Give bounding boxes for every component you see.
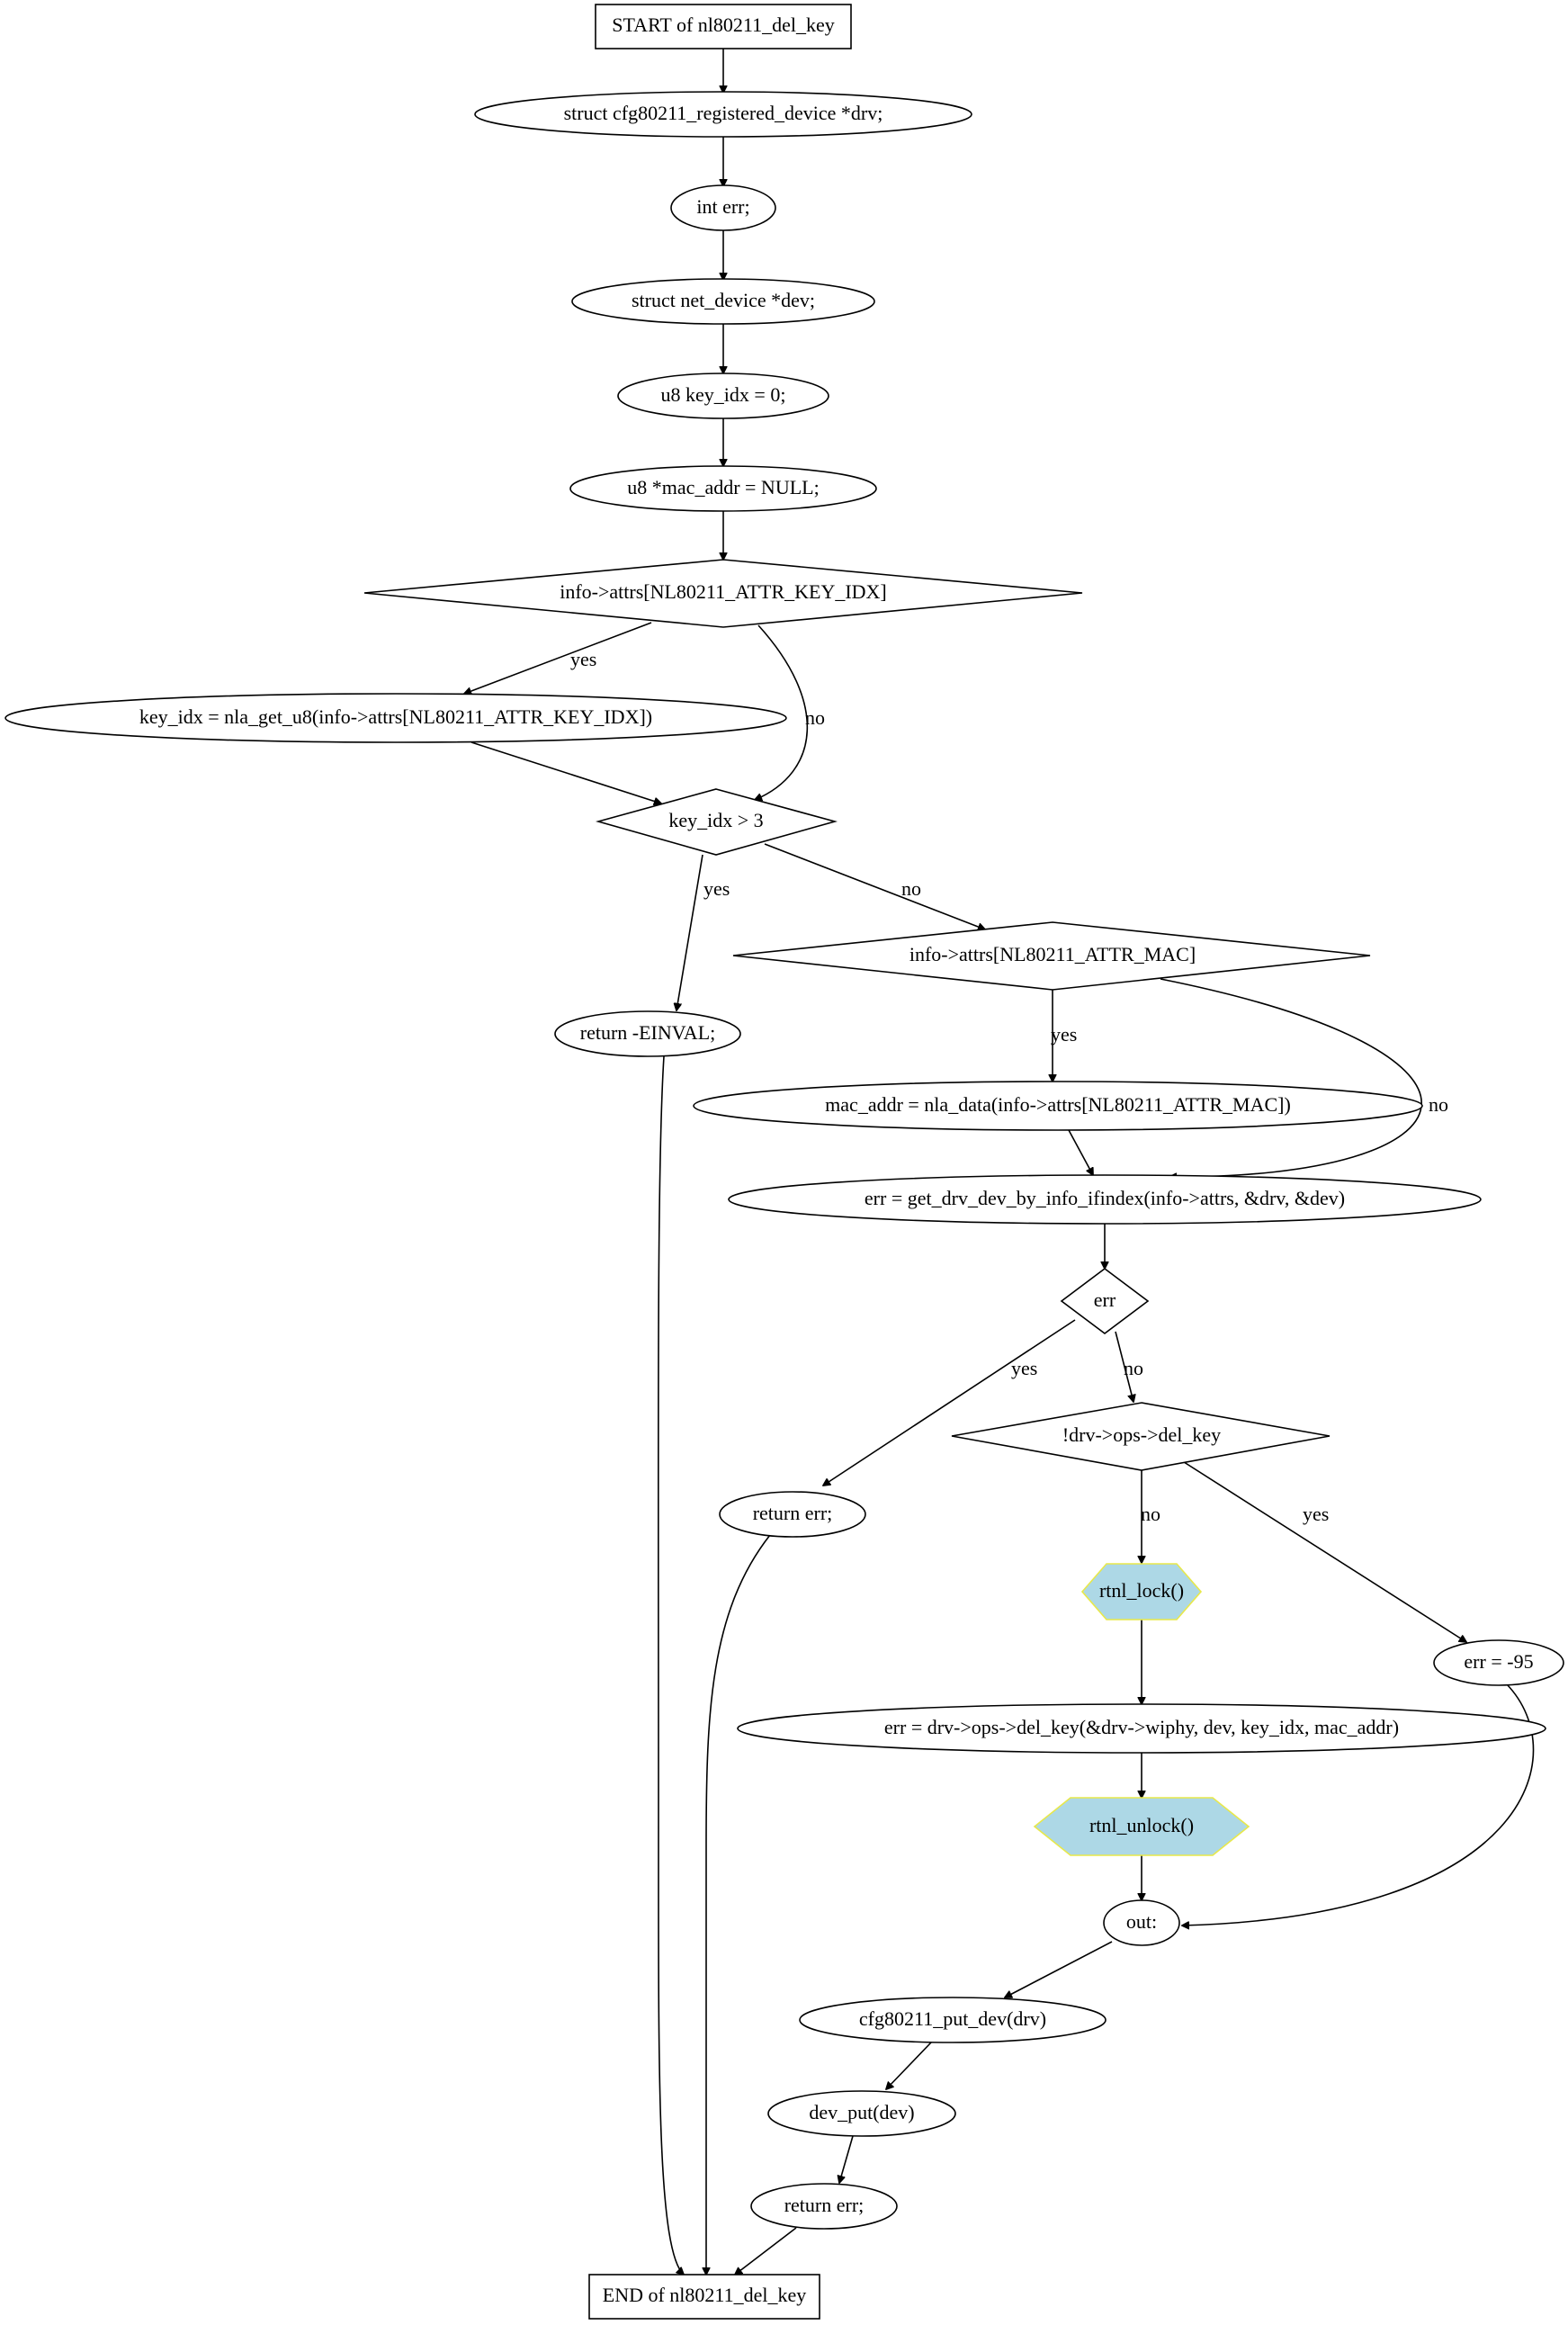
node-decl-drv: struct cfg80211_registered_device *drv; [474,91,972,138]
node-end-label: END of nl80211_del_key [603,2284,806,2306]
edge-cond-mac-no [1160,978,1422,1177]
node-cond-del-key-label: !drv->ops->del_key [1062,1423,1221,1446]
node-rtnl-unlock-label: rtnl_unlock() [1089,1814,1194,1836]
node-decl-drv-label: struct cfg80211_registered_device *drv; [564,102,883,124]
node-rtnl-lock-label: rtnl_lock() [1099,1579,1184,1602]
edge-cond-gt3-yes [676,854,703,1010]
edge-assign-mac-to-get-drv-dev [1068,1129,1093,1175]
edge-labels: yes no yes no yes no yes no no yes [570,648,1448,1525]
edge-cond-key-idx-attr-yes [464,622,652,694]
edge-label-mac-no: no [1429,1093,1448,1116]
node-cond-key-idx-attr: info->attrs[NL80211_ATTR_KEY_IDX] [363,559,1083,628]
node-decl-err-label: int err; [696,195,749,218]
node-cond-err: err [1060,1268,1150,1334]
node-put-dev-drv: cfg80211_put_dev(drv) [799,1997,1107,2043]
edge-label-gt3-yes: yes [703,877,730,900]
node-dev-put: dev_put(dev) [767,2090,956,2137]
node-return-err-1: return err; [719,1491,866,1538]
edge-cond-err-no [1115,1331,1133,1402]
edge-cond-err-yes [823,1319,1076,1486]
edge-label-err-yes: yes [1011,1357,1037,1379]
node-label-out-label: out: [1126,1910,1157,1933]
node-return-err-2-label: return err; [784,2194,865,2216]
node-decl-err: int err; [670,184,776,231]
edge-dev-put-to-return-err-2 [839,2135,854,2183]
node-cond-mac-attr-label: info->attrs[NL80211_ATTR_MAC] [909,943,1196,965]
node-return-einval: return -EINVAL; [554,1010,741,1057]
edge-label-key-idx-attr-no: no [805,706,825,729]
edge-assign-key-idx-to-cond-gt3 [470,741,661,803]
node-assign-mac-addr: mac_addr = nla_data(info->attrs[NL80211_… [693,1081,1423,1131]
node-cond-err-label: err [1094,1288,1116,1311]
edge-label-mac-yes: yes [1051,1023,1077,1046]
node-return-einval-label: return -EINVAL; [580,1021,716,1044]
edge-label-err-no: no [1124,1357,1143,1379]
node-decl-mac-addr-label: u8 *mac_addr = NULL; [627,476,819,498]
node-cond-mac-attr: info->attrs[NL80211_ATTR_MAC] [732,921,1371,991]
node-err-95-label: err = -95 [1464,1650,1533,1673]
edge-label-del-key-yes: yes [1303,1503,1329,1525]
edge-put-dev-to-dev-put [886,2042,932,2089]
node-return-err-2: return err; [750,2183,898,2230]
node-get-drv-dev-label: err = get_drv_dev_by_info_ifindex(info->… [865,1187,1345,1209]
edge-cond-del-key-yes [1180,1459,1466,1642]
edge-cond-key-idx-attr-no [755,624,809,800]
edge-return-err-1-to-end [706,1534,771,2275]
node-call-del-key-label: err = drv->ops->del_key(&drv->wiphy, dev… [884,1716,1399,1738]
node-rtnl-unlock: rtnl_unlock() [1033,1797,1250,1856]
node-get-drv-dev: err = get_drv_dev_by_info_ifindex(info->… [728,1174,1482,1225]
node-start: START of nl80211_del_key [595,4,852,49]
edge-label-key-idx-attr-yes: yes [570,648,596,670]
node-cond-key-idx-gt3: key_idx > 3 [596,788,838,856]
node-decl-dev: struct net_device *dev; [571,278,875,325]
edge-out-to-put-dev [1005,1941,1113,1997]
node-cond-del-key: !drv->ops->del_key [951,1402,1331,1471]
edge-return-err-2-to-end [735,2227,797,2275]
edge-label-gt3-no: no [901,877,921,900]
node-err-95: err = -95 [1433,1639,1564,1686]
node-put-dev-drv-label: cfg80211_put_dev(drv) [859,2007,1046,2030]
node-return-err-1-label: return err; [753,1502,833,1524]
edge-err-95-to-out [1182,1683,1535,1926]
node-dev-put-label: dev_put(dev) [809,2101,914,2123]
node-end: END of nl80211_del_key [588,2274,820,2320]
node-decl-key-idx-label: u8 key_idx = 0; [661,383,786,406]
node-cond-key-idx-gt3-label: key_idx > 3 [668,809,763,831]
node-decl-dev-label: struct net_device *dev; [632,289,815,311]
node-cond-key-idx-attr-label: info->attrs[NL80211_ATTR_KEY_IDX] [560,580,887,603]
node-label-out: out: [1103,1899,1180,1946]
edge-cond-gt3-no [764,843,985,929]
node-assign-mac-addr-label: mac_addr = nla_data(info->attrs[NL80211_… [825,1093,1291,1116]
node-call-del-key: err = drv->ops->del_key(&drv->wiphy, dev… [737,1703,1546,1754]
node-start-label: START of nl80211_del_key [612,13,834,36]
edge-return-einval-to-end [657,1055,684,2275]
node-assign-key-idx-label: key_idx = nla_get_u8(info->attrs[NL80211… [139,705,652,728]
node-decl-key-idx: u8 key_idx = 0; [617,373,829,419]
node-assign-key-idx: key_idx = nla_get_u8(info->attrs[NL80211… [4,693,787,743]
edge-label-del-key-no: no [1141,1503,1160,1525]
node-decl-mac-addr: u8 *mac_addr = NULL; [569,465,877,512]
node-rtnl-lock: rtnl_lock() [1080,1563,1203,1620]
edges [464,49,1535,2275]
